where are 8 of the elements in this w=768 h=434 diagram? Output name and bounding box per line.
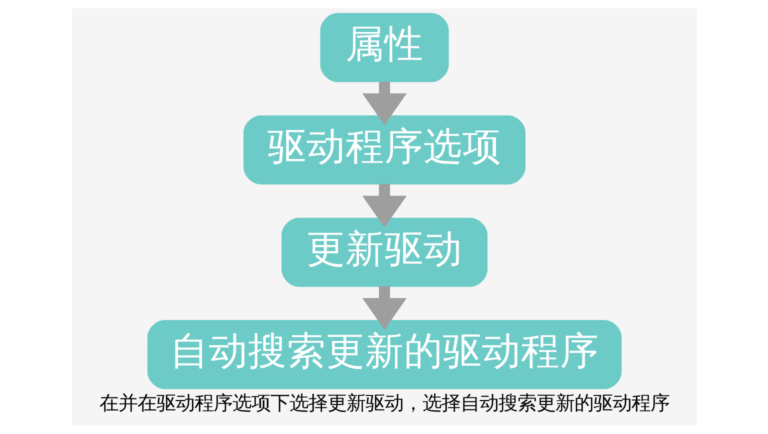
node-box: 更新驱动 [280, 218, 488, 287]
node-box: 驱动程序选项 [242, 115, 526, 184]
caption: 在并在驱动程序选项下选择更新驱动，选择自动搜索更新的驱动程序 [99, 391, 669, 414]
node-box: 自动搜索更新的驱动程序 [146, 320, 622, 390]
node-box: 属性 [320, 13, 448, 82]
arrow [362, 82, 406, 126]
arrow [362, 184, 406, 228]
arrow [362, 286, 406, 330]
